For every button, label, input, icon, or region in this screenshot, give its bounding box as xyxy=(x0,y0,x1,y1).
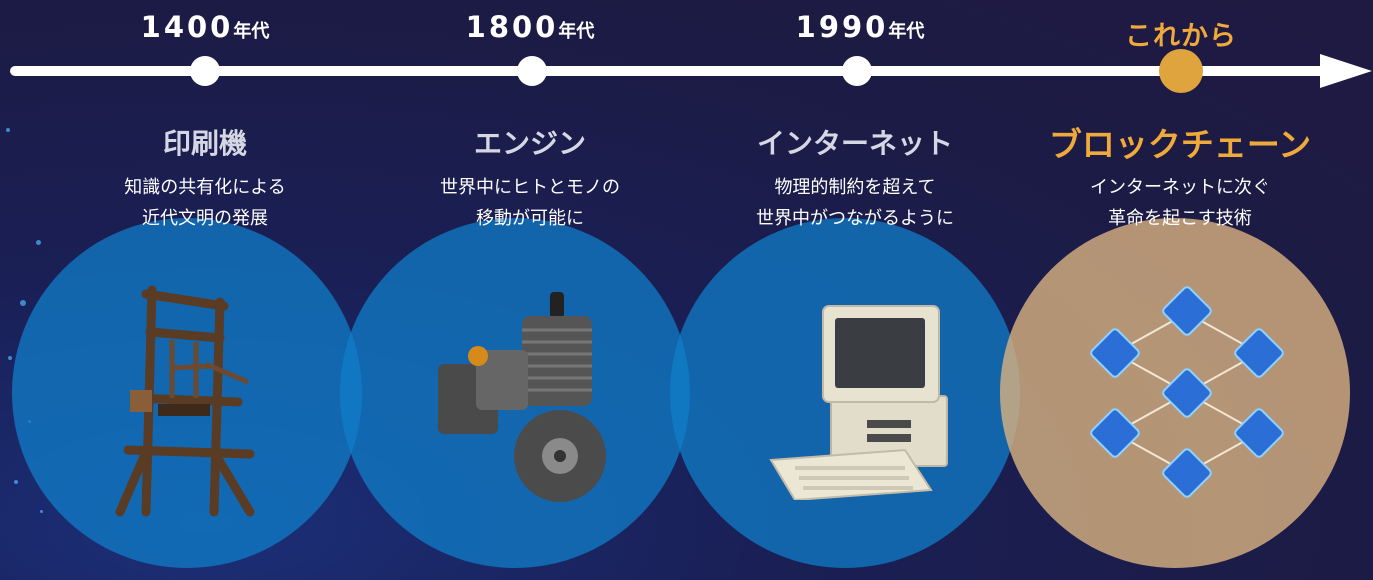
desc-internet-line2: 世界中がつながるように xyxy=(756,208,954,229)
printing-press-image xyxy=(115,285,255,517)
arrow-right-icon xyxy=(1320,54,1372,88)
timeline-node-future xyxy=(1159,49,1203,93)
timeline-node-1800 xyxy=(517,56,547,86)
era-label-1400: 1400年代 xyxy=(140,10,270,44)
particle xyxy=(36,240,41,245)
computer-image xyxy=(769,305,948,500)
desc-engine-line2: 移動が可能に xyxy=(476,208,584,229)
era-label-1800: 1800年代 xyxy=(465,10,595,44)
timeline-node-1400 xyxy=(190,56,220,86)
desc-internet-line1: 物理的制約を超えて xyxy=(774,177,936,198)
era-label-future: これから xyxy=(1125,21,1237,52)
desc-blockchain-line1: インターネットに次ぐ xyxy=(1090,177,1270,198)
desc-engine-line1: 世界中にヒトとモノの xyxy=(440,177,620,198)
timeline-line xyxy=(10,66,1330,76)
title-internet: インターネット xyxy=(756,127,953,160)
title-engine: エンジン xyxy=(473,127,586,160)
blockchain-network-image xyxy=(1090,286,1284,498)
title-blockchain: ブロックチェーン xyxy=(1048,125,1312,164)
particle xyxy=(20,300,26,306)
desc-printing-line1: 知識の共有化による xyxy=(124,177,286,198)
particle xyxy=(6,128,10,132)
desc-printing-line2: 近代文明の発展 xyxy=(142,208,268,229)
title-printing: 印刷機 xyxy=(162,127,247,160)
particle xyxy=(40,510,43,513)
particle xyxy=(14,480,18,484)
timeline-node-1990 xyxy=(842,56,872,86)
era-circle-printing xyxy=(12,218,362,568)
particle xyxy=(8,356,12,360)
desc-blockchain-line2: 革命を起こす技術 xyxy=(1108,208,1252,229)
engine-image xyxy=(438,292,606,502)
era-label-1990: 1990年代 xyxy=(795,10,925,44)
